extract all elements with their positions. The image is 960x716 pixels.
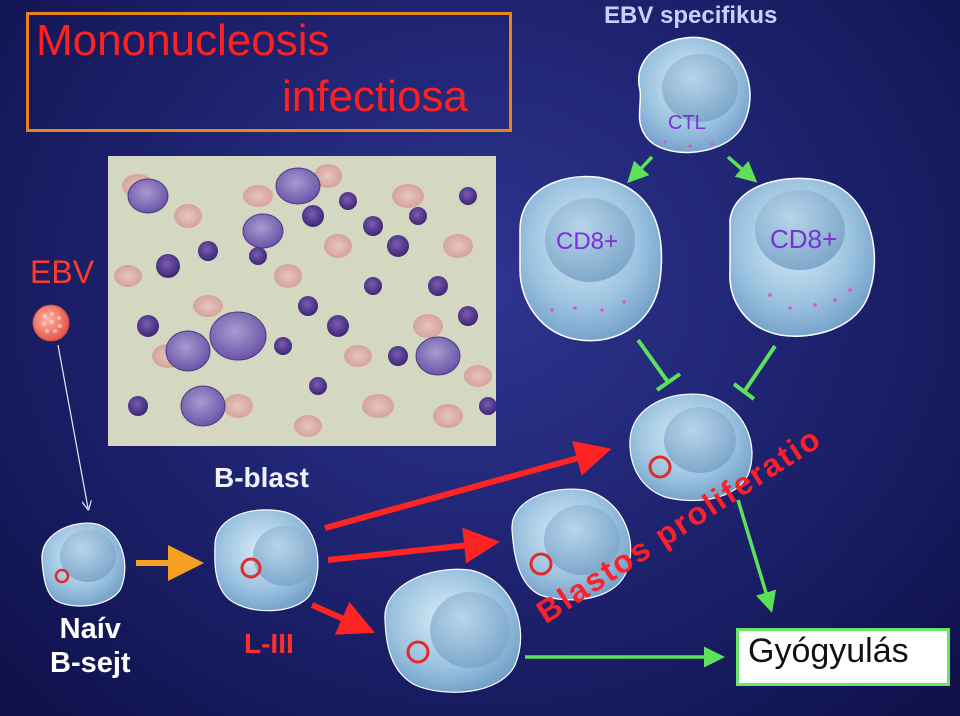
ctl-label: CTL xyxy=(668,112,706,134)
ctl-to-cd8-left-arrow xyxy=(627,155,654,184)
proliferating-blast-cell-3 xyxy=(629,393,753,502)
proliferation-arrow-2 xyxy=(327,527,500,564)
l-iii-label: L-III xyxy=(244,628,294,659)
recovery-arrow-down xyxy=(736,499,777,613)
inhibition-line-left xyxy=(636,338,682,392)
cd8-label-right: CD8+ xyxy=(770,224,838,254)
cd8-cell-right xyxy=(729,177,876,337)
ctl-to-cd8-right-arrow xyxy=(726,155,758,183)
blood-smear-micrograph xyxy=(108,156,496,446)
recovery-label: Gyógyulás xyxy=(748,632,909,670)
b-blast-label: B-blast xyxy=(214,462,309,493)
cd8-cell-left xyxy=(519,175,663,342)
b-blast-cell xyxy=(214,509,319,612)
infection-arrow xyxy=(57,344,88,508)
proliferation-arrow-1 xyxy=(324,441,612,531)
ebv-virus-particle xyxy=(32,304,70,342)
naive-label-line2: B-sejt xyxy=(50,647,131,679)
proliferating-blast-cell-1 xyxy=(384,568,522,693)
proliferating-blast-cell-2 xyxy=(511,488,632,601)
proliferation-arrow-3 xyxy=(310,601,375,635)
title-frame xyxy=(26,12,512,132)
title-line-2: infectiosa xyxy=(282,72,468,121)
inhibition-line-right xyxy=(732,344,777,401)
recovery-box xyxy=(736,628,950,686)
cd8-label-left: CD8+ xyxy=(556,228,619,255)
naive-b-cell-label: Naív B-sejt xyxy=(50,612,131,680)
micrograph-drawing xyxy=(108,156,496,446)
ebv-specific-label: EBV specifikus xyxy=(604,2,778,29)
naive-label-line1: Naív xyxy=(59,613,121,645)
ctl-cell xyxy=(637,36,751,154)
naive-b-cell xyxy=(41,522,126,607)
ebv-label: EBV xyxy=(30,254,95,290)
title-line-1: Mononucleosis xyxy=(36,16,330,65)
